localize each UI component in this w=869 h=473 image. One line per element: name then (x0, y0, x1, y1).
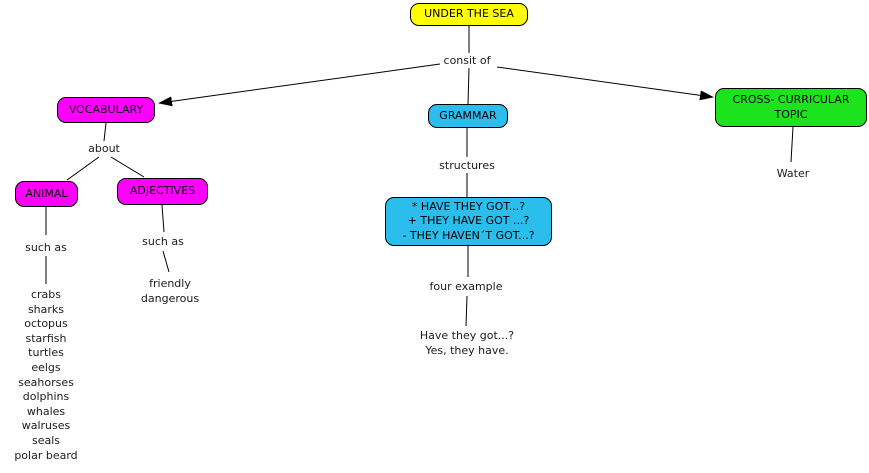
linking-phrase-consist[interactable]: consit of (443, 54, 491, 67)
linking-phrase-about[interactable]: about (88, 142, 120, 155)
animal-example: polar beard (14, 448, 78, 462)
animal-example: sharks (27, 302, 65, 316)
edge-fourexample-to-example (465, 295, 468, 327)
animal-example: dolphins (22, 390, 70, 404)
animal-example: turtles (28, 346, 64, 360)
example-text[interactable]: Have they got...? Yes, they have. (420, 329, 514, 358)
adjective-examples-list[interactable]: friendly dangerous (141, 277, 199, 306)
example-line: Yes, they have. (425, 343, 509, 357)
animal-example: walruses (21, 419, 71, 433)
node-structures-box[interactable]: * HAVE THEY GOT...? + THEY HAVE GOT ...?… (385, 197, 552, 246)
edge-cross-to-water (790, 126, 794, 163)
linking-phrase-structures[interactable]: structures (439, 159, 495, 172)
animal-example: octopus (24, 317, 68, 331)
node-animal-label: ANIMAL (25, 186, 68, 200)
node-grammar-label: GRAMMAR (439, 108, 497, 122)
linking-phrase-suchas-adjectives[interactable]: such as (142, 235, 184, 248)
structure-line: + THEY HAVE GOT ...? (407, 214, 530, 228)
label-water[interactable]: Water (776, 167, 810, 180)
animal-example: whales (26, 404, 66, 418)
edge-about-to-adjectives (110, 156, 145, 178)
animal-example: seals (31, 433, 61, 447)
linking-phrase-four-example[interactable]: four example (429, 280, 503, 293)
animal-example: seahorses (18, 375, 74, 389)
edge-suchas-to-adjective-list (162, 250, 170, 273)
node-animal[interactable]: ANIMAL (15, 181, 78, 207)
edge-consist-to-grammar (467, 67, 470, 105)
linking-phrase-suchas-animal[interactable]: such as (25, 241, 67, 254)
edge-adjectives-to-suchas (161, 204, 165, 233)
structure-line: - THEY HAVEN´T GOT...? (402, 228, 535, 242)
node-cross-curricular-topic[interactable]: CROSS- CURRICULAR TOPIC (715, 88, 867, 127)
node-vocabulary-label: VOCABULARY (68, 102, 144, 116)
animal-example: eelgs (31, 360, 61, 374)
node-under-the-sea[interactable]: UNDER THE SEA (410, 3, 528, 26)
edge-about-to-animal (66, 156, 100, 181)
adjective-example: friendly (149, 277, 191, 290)
edge-vocabulary-to-about (103, 122, 107, 142)
node-grammar[interactable]: GRAMMAR (428, 104, 508, 128)
edge-consist-to-vocabulary (158, 63, 441, 107)
animal-examples-list[interactable]: crabs sharks octopus starfish turtles ee… (14, 288, 77, 463)
animal-example: starfish (25, 331, 67, 345)
edge-consist-to-cross (496, 66, 714, 101)
animal-example: crabs (30, 288, 62, 301)
structure-line: * HAVE THEY GOT...? (411, 200, 526, 214)
example-line: Have they got...? (419, 329, 515, 342)
node-adjectives-label: ADJECTIVES (129, 184, 196, 198)
node-vocabulary[interactable]: VOCABULARY (57, 97, 155, 123)
adjective-example: dangerous (140, 291, 200, 305)
node-cross-curricular-label: CROSS- CURRICULAR TOPIC (732, 93, 850, 121)
node-adjectives[interactable]: ADJECTIVES (117, 178, 208, 205)
node-under-the-sea-label: UNDER THE SEA (424, 7, 514, 21)
